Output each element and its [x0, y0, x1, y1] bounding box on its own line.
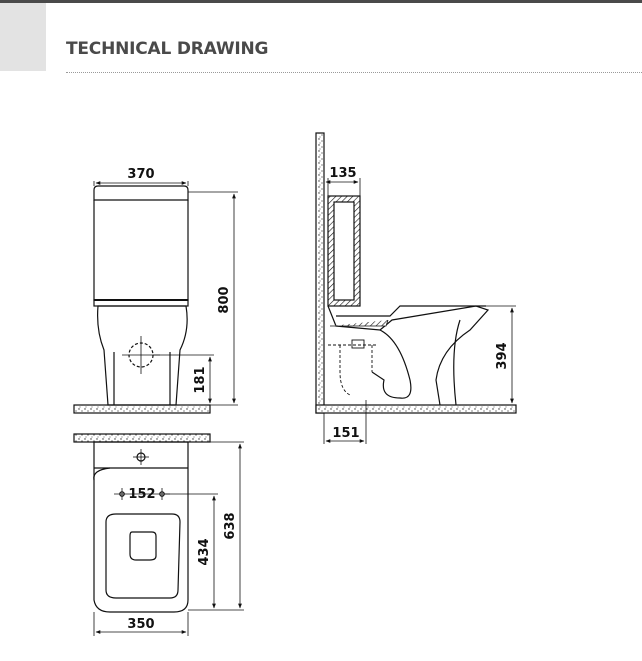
dim-side-tank-depth: 135	[329, 166, 356, 181]
dim-front-outlet-height: 181	[193, 366, 208, 393]
dim-side-seat-height: 394	[495, 342, 510, 369]
front-floor-slab	[73, 404, 211, 414]
dim-top-width: 350	[127, 617, 154, 632]
section-title: TECHNICAL DRAWING	[66, 39, 269, 59]
dim-top-fixing-spacing: 152	[128, 487, 155, 502]
side-pan-outline	[327, 305, 490, 406]
side-floor-slab	[315, 404, 517, 414]
side-outlet-dashed	[328, 344, 378, 396]
side-wall	[315, 132, 325, 414]
top-outline	[93, 441, 189, 613]
top-seat-hole	[129, 531, 157, 561]
top-seat	[105, 513, 181, 599]
dim-top-fixing-depth: 434	[197, 538, 212, 565]
dim-front-height: 800	[217, 286, 232, 313]
side-tab	[0, 3, 46, 71]
front-view	[73, 181, 238, 414]
title-divider	[66, 72, 642, 73]
top-bar	[0, 0, 642, 3]
front-cistern-lid	[93, 185, 189, 201]
top-wall-slab	[73, 433, 211, 443]
side-view	[315, 132, 517, 444]
dim-top-depth: 638	[223, 512, 238, 539]
dim-front-width: 370	[127, 167, 154, 182]
front-cistern-body	[93, 200, 189, 301]
top-view	[73, 433, 244, 636]
front-pan	[97, 305, 188, 406]
dim-side-outlet-offset: 151	[332, 426, 359, 441]
side-trapway	[371, 329, 412, 399]
